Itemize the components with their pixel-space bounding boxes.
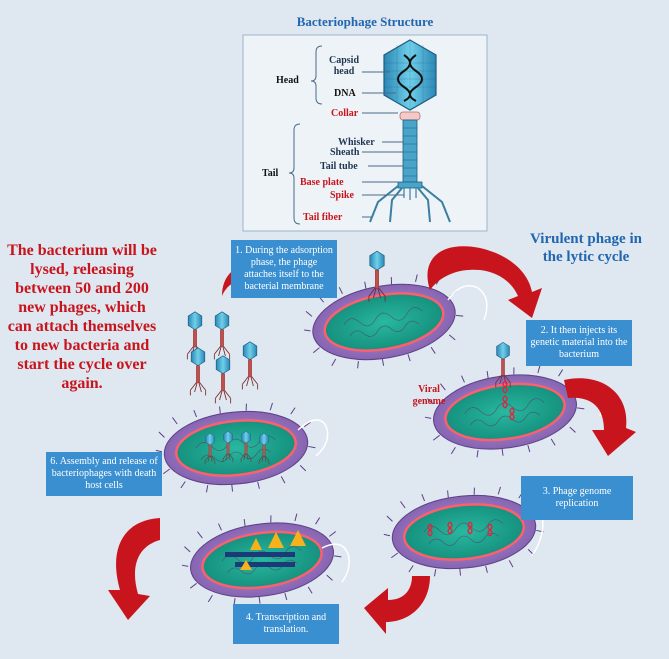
lysis-note: The bacterium will be lysed, releasing b… bbox=[7, 242, 157, 392]
arrow-3 bbox=[564, 378, 636, 456]
label-tail-fiber: Tail fiber bbox=[303, 212, 343, 223]
lytic-cycle-title: Virulent phage in the lytic cycle bbox=[530, 231, 642, 265]
step-6-assembly-release: 6. Assembly and release of bacteriophage… bbox=[46, 452, 162, 496]
phage-structure-illustration bbox=[369, 39, 451, 223]
viral-genome-label: Viral genome bbox=[412, 384, 446, 407]
step-3-replication: 3. Phage genome replication bbox=[521, 476, 633, 520]
label-dna: DNA bbox=[334, 88, 356, 99]
label-collar: Collar bbox=[331, 108, 359, 119]
step-2-injection: 2. It then injects its genetic material … bbox=[526, 320, 632, 366]
arrow-4 bbox=[364, 576, 430, 634]
label-base-plate: Base plate bbox=[300, 177, 344, 188]
bacterium-step6 bbox=[150, 395, 329, 501]
label-head: Head bbox=[276, 75, 299, 86]
label-tail: Tail bbox=[262, 168, 279, 179]
label-whisker: Whisker bbox=[338, 137, 375, 148]
arrow-5 bbox=[108, 518, 160, 620]
structure-brackets bbox=[288, 45, 404, 225]
structure-title: Bacteriophage Structure bbox=[296, 14, 434, 29]
bacterium-step4 bbox=[175, 505, 350, 615]
step-4-transcription: 4. Transcription and translation. bbox=[233, 604, 339, 644]
arrow-2 bbox=[427, 246, 542, 318]
label-spike: Spike bbox=[330, 190, 354, 201]
label-tail-tube: Tail tube bbox=[320, 161, 358, 172]
step-1-adsorption: 1. During the adsorption phase, the phag… bbox=[231, 240, 337, 298]
label-sheath: Sheath bbox=[330, 147, 360, 158]
label-capsid-head: Capsid head bbox=[328, 55, 359, 77]
released-phages bbox=[186, 311, 259, 404]
bacterium-step1 bbox=[296, 250, 488, 380]
structure-panel bbox=[242, 34, 488, 232]
